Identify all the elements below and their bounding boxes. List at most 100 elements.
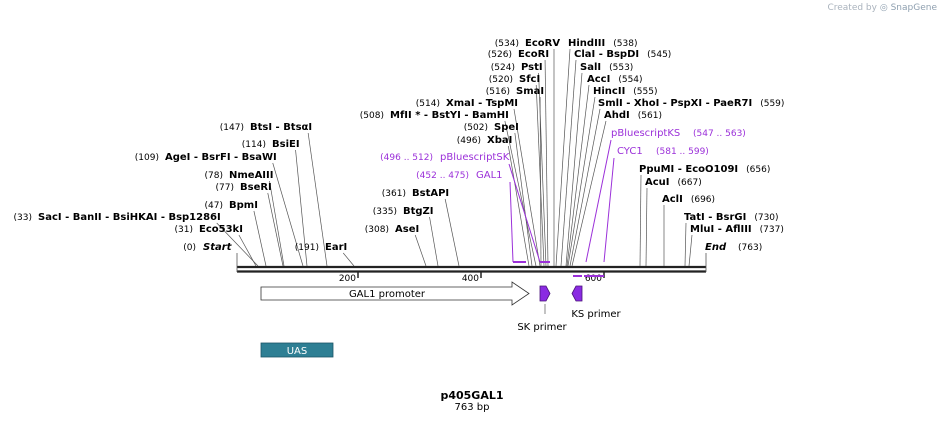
ks-primer-label: KS primer bbox=[571, 309, 621, 320]
site-position-label: (361) bbox=[382, 189, 406, 199]
primer-bind-range: (581 .. 599) bbox=[656, 147, 709, 157]
site-cut-line bbox=[565, 72, 583, 267]
site-position-label: (696) bbox=[691, 195, 715, 205]
primer-bind-range: (452 .. 475) bbox=[416, 171, 469, 181]
site-position-label: (114) bbox=[242, 140, 266, 150]
site-cut-line bbox=[272, 162, 304, 267]
site-position-label: (514) bbox=[416, 99, 440, 109]
primer-bind-label: pBluescriptSK bbox=[440, 152, 510, 163]
site-position-label: (538) bbox=[613, 39, 637, 49]
site-position-label: (553) bbox=[609, 63, 633, 73]
ruler-label: 200 bbox=[339, 274, 356, 284]
restriction-site-label: EarI bbox=[325, 242, 347, 253]
uas-feature-box bbox=[260, 342, 334, 358]
site-cut-line bbox=[555, 48, 571, 267]
site-cut-line bbox=[571, 120, 607, 267]
site-cut-line bbox=[645, 187, 648, 267]
primer-bind-label: pBluescriptKS bbox=[611, 128, 680, 139]
site-cut-line bbox=[567, 96, 596, 267]
site-cut-line bbox=[253, 210, 267, 267]
restriction-site-label: BsiEI bbox=[272, 139, 300, 150]
restriction-site-label: SacI - BanII - BsiHKAI - Bsp1286I bbox=[38, 212, 221, 223]
gal1-promoter-arrow bbox=[260, 281, 530, 306]
site-position-label: (730) bbox=[754, 213, 778, 223]
site-position-label: (508) bbox=[360, 111, 384, 121]
primer-bind-connector bbox=[509, 181, 514, 263]
restriction-site-label: HindIII bbox=[568, 38, 605, 49]
restriction-site-label: SmlI - XhoI - PspXI - PaeR7I bbox=[598, 98, 752, 109]
restriction-site-label: EcoRI bbox=[518, 49, 549, 60]
sk-primer-label: SK primer bbox=[517, 322, 567, 333]
site-position-label: (516) bbox=[486, 87, 510, 97]
end-position-label: (763) bbox=[738, 243, 762, 253]
plasmid-name: p405GAL1 bbox=[440, 389, 504, 402]
site-cut-line bbox=[539, 96, 542, 267]
restriction-site-label: BstAPI bbox=[412, 188, 449, 199]
restriction-site-label: Eco53kI bbox=[199, 224, 243, 235]
restriction-site-label: TatI - BsrGI bbox=[684, 212, 746, 223]
restriction-site-label: SalI bbox=[580, 62, 601, 73]
site-position-label: (524) bbox=[491, 63, 515, 73]
site-cut-line bbox=[560, 59, 577, 267]
restriction-site-label: BtsI - BtsαI bbox=[250, 122, 312, 133]
site-position-label: (77) bbox=[216, 183, 234, 193]
watermark-prefix: Created by bbox=[827, 3, 877, 13]
site-position-label: (78) bbox=[205, 171, 223, 181]
site-cut-line bbox=[639, 174, 642, 267]
snapgene-watermark: Created by ◎ SnapGene bbox=[827, 3, 937, 13]
site-position-label: (545) bbox=[647, 50, 671, 60]
restriction-site-label: AseI bbox=[395, 224, 419, 235]
start-position-label: (0) bbox=[183, 243, 196, 253]
site-position-label: (520) bbox=[489, 75, 513, 85]
ruler-label: 600 bbox=[585, 274, 602, 284]
watermark-brand: SnapGene bbox=[890, 3, 937, 13]
primer-bind-connector bbox=[585, 139, 612, 263]
site-position-label: (667) bbox=[678, 178, 702, 188]
restriction-site-label: EcoRV bbox=[525, 38, 560, 49]
site-position-label: (31) bbox=[175, 225, 193, 235]
site-position-label: (561) bbox=[638, 111, 662, 121]
site-cut-line bbox=[444, 198, 460, 267]
site-cut-line bbox=[216, 222, 259, 267]
site-cut-line bbox=[295, 149, 308, 267]
restriction-site-label: XbaI bbox=[487, 135, 512, 146]
site-position-label: (47) bbox=[205, 201, 223, 211]
site-position-label: (496) bbox=[457, 136, 481, 146]
site-position-label: (308) bbox=[365, 225, 389, 235]
sk-primer-arrow bbox=[539, 285, 551, 302]
site-position-label: (555) bbox=[633, 87, 657, 97]
site-position-label: (559) bbox=[760, 99, 784, 109]
site-cut-line bbox=[569, 108, 601, 267]
primer-bind-connector bbox=[508, 163, 541, 263]
site-position-label: (534) bbox=[495, 39, 519, 49]
restriction-site-label: BseRI bbox=[240, 182, 272, 193]
site-position-label: (526) bbox=[488, 50, 512, 60]
restriction-site-label: BpmI bbox=[229, 200, 258, 211]
site-cut-line bbox=[688, 234, 693, 267]
restriction-site-label: ClaI - BspDI bbox=[574, 49, 639, 60]
restriction-site-label: HincII bbox=[593, 86, 625, 97]
restriction-site-label: AhdI bbox=[604, 110, 630, 121]
end-label: End bbox=[705, 242, 727, 253]
site-cut-line bbox=[566, 84, 590, 267]
site-cut-line bbox=[238, 234, 257, 267]
site-cut-line bbox=[269, 180, 285, 267]
restriction-site-label: AcuI bbox=[645, 177, 670, 188]
restriction-site-label: NmeAIII bbox=[229, 170, 273, 181]
site-cut-line bbox=[342, 252, 355, 267]
restriction-site-label: PstI bbox=[521, 62, 543, 73]
plasmid-length: 763 bp bbox=[454, 402, 490, 413]
site-cut-line bbox=[414, 234, 427, 267]
uas-label: UAS bbox=[287, 346, 308, 357]
primer-bind-range: (496 .. 512) bbox=[380, 153, 433, 163]
primer-bind-label: CYC1 bbox=[617, 146, 643, 157]
site-cut-line bbox=[684, 222, 687, 267]
restriction-site-label: SmaI bbox=[516, 86, 544, 97]
site-position-label: (109) bbox=[135, 153, 159, 163]
site-position-label: (33) bbox=[14, 213, 32, 223]
site-cut-line bbox=[544, 59, 549, 267]
restriction-site-label: BtgZI bbox=[403, 206, 434, 217]
site-cut-line bbox=[507, 145, 530, 267]
restriction-site-label: MfII * - BstYI - BamHI bbox=[390, 110, 509, 121]
site-position-label: (147) bbox=[220, 123, 244, 133]
